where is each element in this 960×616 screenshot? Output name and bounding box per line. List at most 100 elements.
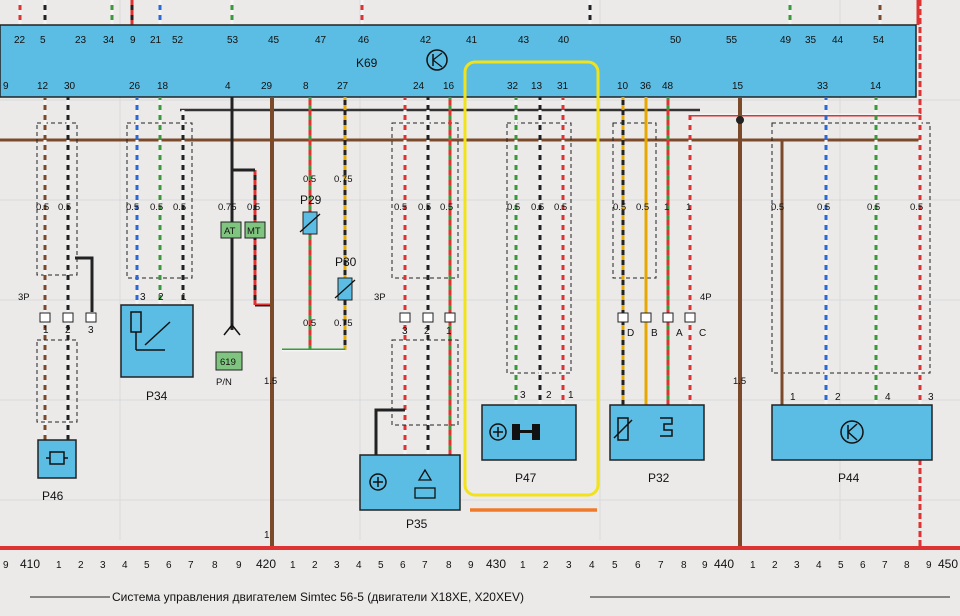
bus-number: 7 <box>658 560 664 571</box>
bus-label-410: 410 <box>20 557 40 571</box>
ecu-top-pin: 54 <box>873 35 885 46</box>
wire <box>75 256 94 312</box>
bus-number: 8 <box>904 560 910 571</box>
transistor-icon <box>840 420 864 444</box>
p44-sensor <box>771 404 933 461</box>
at-connector <box>220 221 242 239</box>
wire-gauge: 0.5 <box>303 174 316 185</box>
ecu-bottom-pin: 8 <box>303 81 309 92</box>
bus-number: 4 <box>356 560 362 571</box>
connector-label: 4P <box>700 292 712 303</box>
ecu-top-pin: 50 <box>670 35 682 46</box>
connector-pin-letter: A <box>676 328 683 339</box>
ecu-top-pin: 34 <box>103 35 115 46</box>
ecu-bottom-pin: 29 <box>261 81 273 92</box>
bus-number: 8 <box>212 560 218 571</box>
bus-number: 1 <box>290 560 296 571</box>
p32-sensor <box>609 404 705 461</box>
potentiometer-icon <box>130 311 171 351</box>
ecu-bottom-pin: 32 <box>507 81 519 92</box>
wire <box>374 408 405 455</box>
ecu-top-pin: 45 <box>268 35 280 46</box>
svg-text:2: 2 <box>65 325 71 336</box>
bus-number: 9 <box>926 560 932 571</box>
p47-label: P47 <box>515 471 537 485</box>
ecu-bottom-pin: 18 <box>157 81 169 92</box>
ecu-top-pin: 55 <box>726 35 738 46</box>
ecu-top-pins: 22 5 23 34 9 21 52 53 45 47 46 42 41 43 … <box>14 35 885 46</box>
pn-connector <box>215 351 243 371</box>
bus-number: 6 <box>166 560 172 571</box>
p34-sensor <box>120 304 194 378</box>
ecu-bottom-pin: 4 <box>225 81 231 92</box>
ecu-top-pin: 22 <box>14 35 26 46</box>
bus-number: 8 <box>681 560 687 571</box>
bus-number: 5 <box>838 560 844 571</box>
wire-gauge: 0.75 <box>218 202 237 213</box>
ecu-bottom-pin: 16 <box>443 81 455 92</box>
wire-gauge: 0.5 <box>636 202 649 213</box>
bus-label-440: 440 <box>714 557 734 571</box>
p46-label: P46 <box>42 489 64 503</box>
wire-gauge: 0.5 <box>507 202 520 213</box>
svg-text:2: 2 <box>424 326 430 337</box>
bus-number: 6 <box>860 560 866 571</box>
bus-number: 3 <box>566 560 572 571</box>
ecu-top-pin: 40 <box>558 35 570 46</box>
p35-label: P35 <box>406 517 428 531</box>
connector-label: 3P <box>374 292 386 303</box>
p46-shield-lower <box>36 339 78 423</box>
bus-number: 5 <box>378 560 384 571</box>
svg-text:1: 1 <box>790 392 796 403</box>
plus-circle-icon <box>369 473 387 491</box>
top-wires <box>18 0 920 25</box>
svg-text:1: 1 <box>568 390 574 401</box>
bus-number: 7 <box>188 560 194 571</box>
ecu-top-pin: 9 <box>130 35 136 46</box>
ecu-bottom-pin: 15 <box>732 81 744 92</box>
connector-4p <box>617 312 696 323</box>
wire-gauge: 1.5 <box>264 376 277 387</box>
bus-number: 9 <box>3 560 9 571</box>
camshaft-sensor-icon <box>512 424 540 440</box>
hall-sensor-icon <box>414 468 436 499</box>
ecu-bottom-pin: 31 <box>557 81 569 92</box>
wire-gauge: 0.5 <box>173 202 186 213</box>
bus-number: 7 <box>882 560 888 571</box>
ecu-top-pin: 49 <box>780 35 792 46</box>
wire-gauge: 1 <box>664 202 669 213</box>
connector-pin-letter: D <box>627 328 634 339</box>
mt-label: MT <box>247 226 261 237</box>
knock-sensor-icon <box>46 451 68 465</box>
ecu-bottom-pin: 12 <box>37 81 49 92</box>
wire-gauge: 0.5 <box>126 202 139 213</box>
bus-number: 2 <box>543 560 549 571</box>
bus-label-430: 430 <box>486 557 506 571</box>
p46-shield <box>36 122 78 276</box>
wire-gauge: 0.5 <box>394 202 407 213</box>
bus-number: 9 <box>236 560 242 571</box>
connector-pin-letter: B <box>651 328 658 339</box>
connector-pin-letter: C <box>699 328 706 339</box>
wire-gauge: 1.5 <box>733 376 746 387</box>
p30-label: P30 <box>335 255 357 269</box>
wire-gauge: 0.5 <box>58 202 71 213</box>
bus-number: 4 <box>589 560 595 571</box>
ecu-top-pin: 44 <box>832 35 844 46</box>
bus-number: 2 <box>78 560 84 571</box>
svg-text:1: 1 <box>264 530 270 541</box>
pn-arrow-icon <box>223 323 241 336</box>
p47-highlight-frame <box>463 60 600 497</box>
bus-number: 2 <box>312 560 318 571</box>
p29-label: P29 <box>300 193 322 207</box>
svg-text:3: 3 <box>140 292 146 303</box>
ecu-bottom-pin: 30 <box>64 81 76 92</box>
bus-number: 6 <box>400 560 406 571</box>
ecu-top-pin: 41 <box>466 35 478 46</box>
wire-gauge: 0.75 <box>334 318 353 329</box>
ecu-bottom-pin: 36 <box>640 81 652 92</box>
